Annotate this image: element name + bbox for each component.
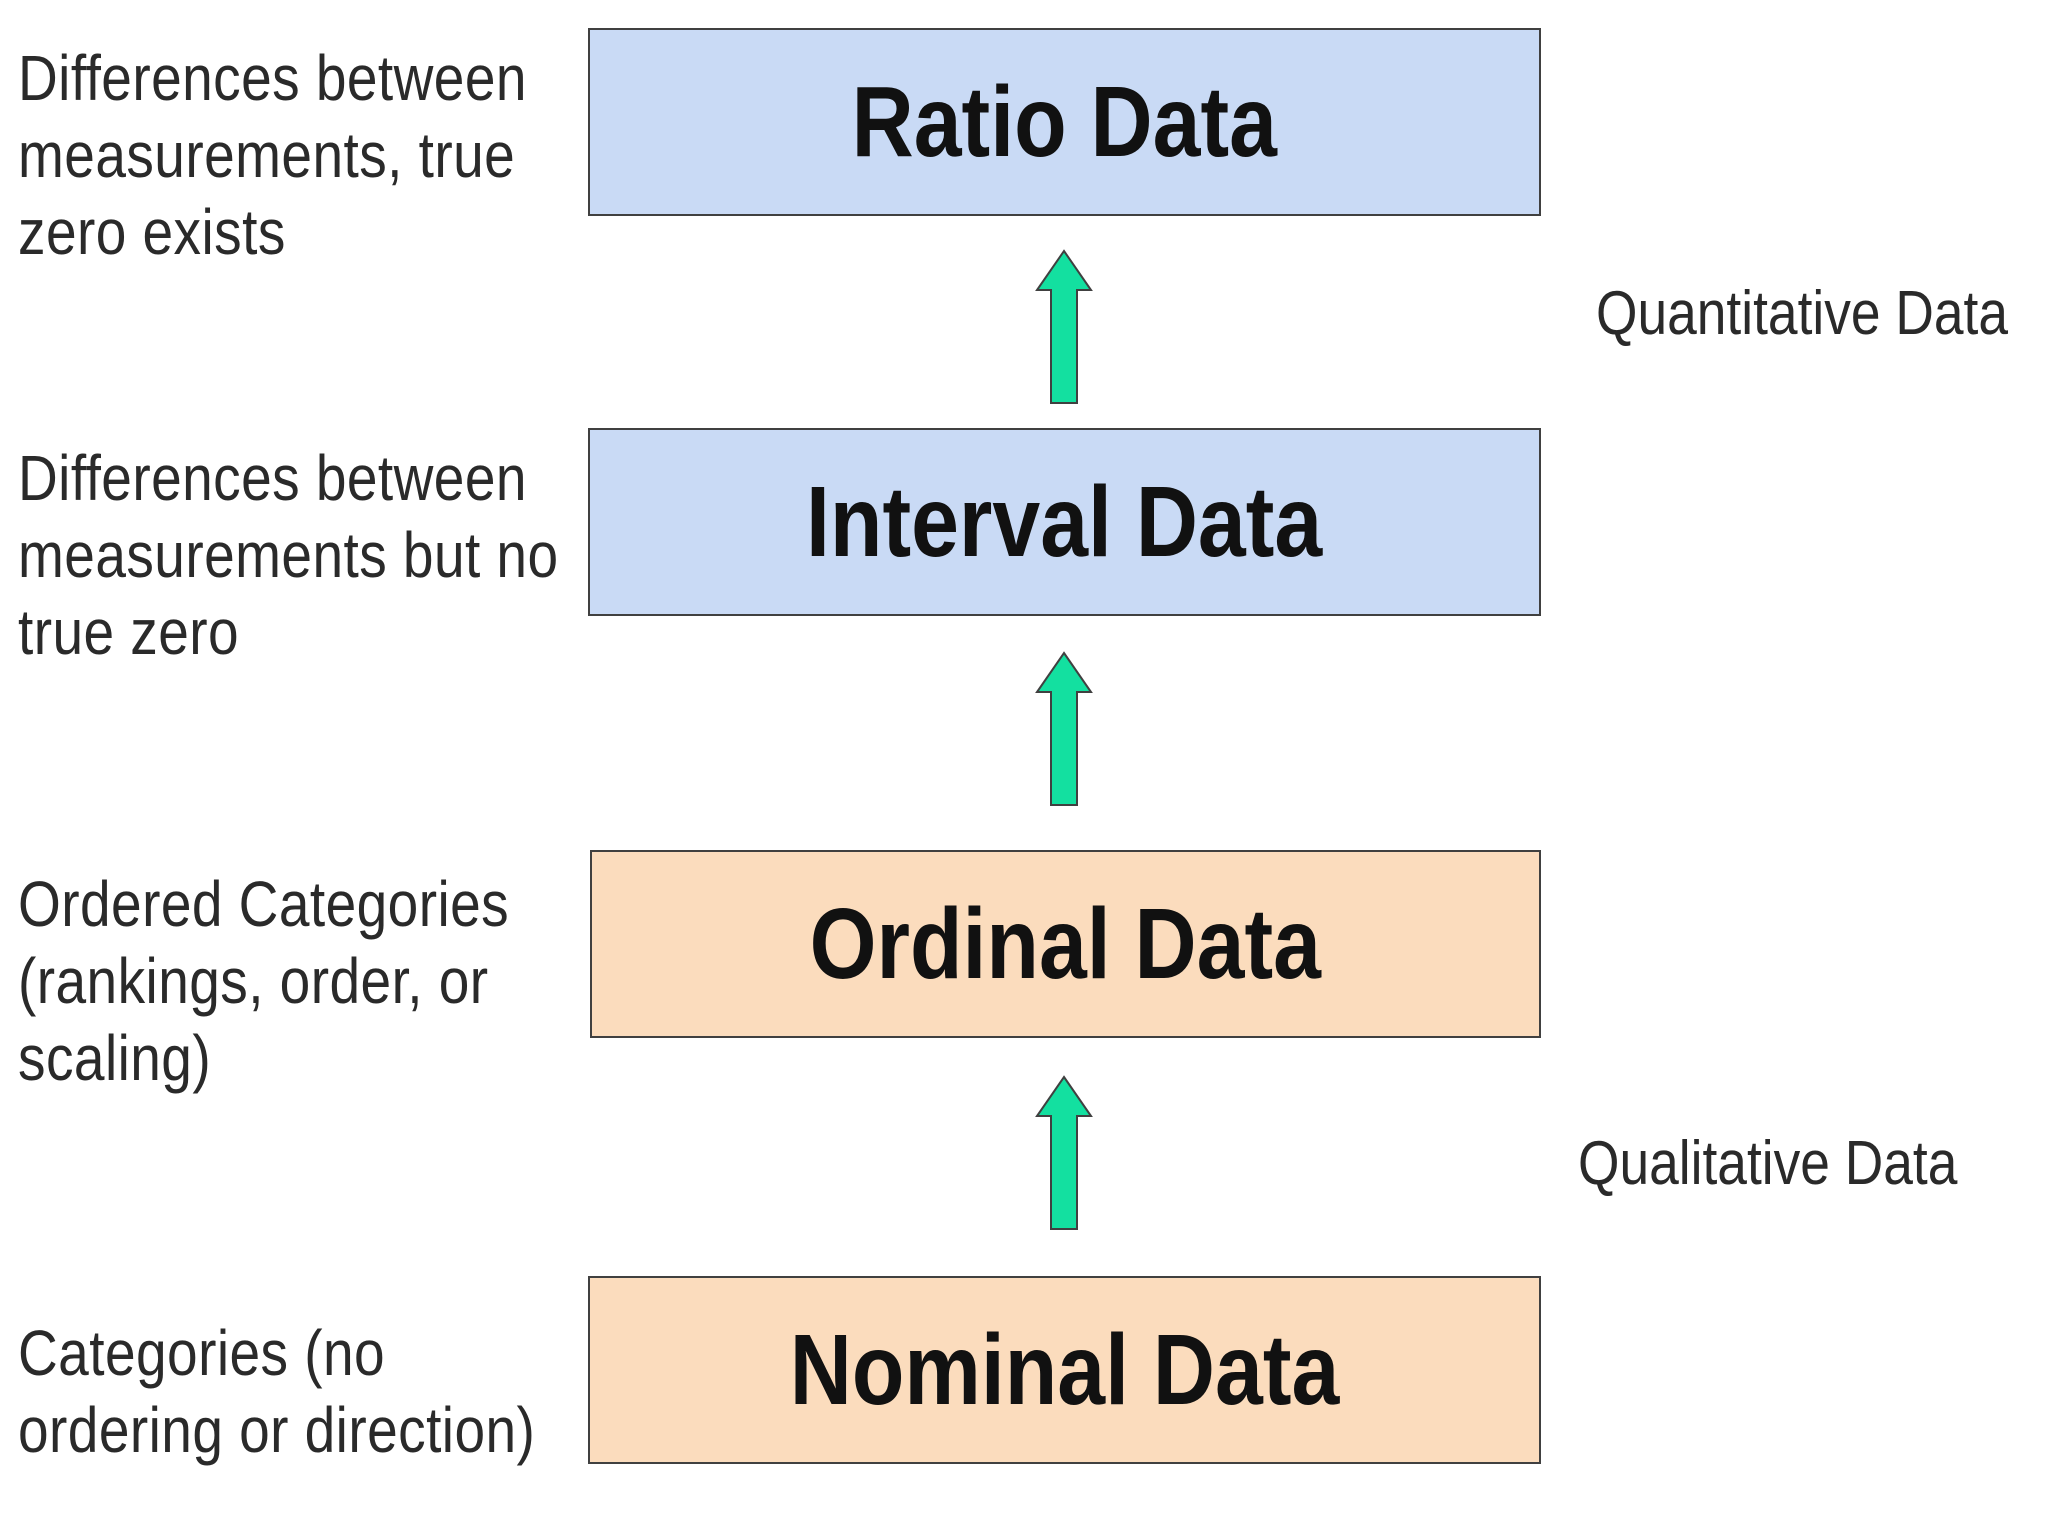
quantitative-data-label: Quantitative Data bbox=[1596, 279, 2008, 348]
nominal-description: Categories (no ordering or direction) bbox=[18, 1317, 536, 1466]
arrow-up-icon bbox=[1035, 651, 1093, 806]
interval-data-label: Interval Data bbox=[806, 465, 1323, 578]
ratio-description: Differences between measurements, true z… bbox=[18, 42, 527, 268]
nominal-data-box: Nominal Data bbox=[588, 1276, 1541, 1464]
qualitative-data-label: Qualitative Data bbox=[1578, 1129, 1958, 1198]
interval-data-box: Interval Data bbox=[588, 428, 1541, 616]
ratio-data-label: Ratio Data bbox=[851, 65, 1278, 178]
interval-description: Differences between measurements but no … bbox=[18, 442, 559, 668]
nominal-data-label: Nominal Data bbox=[789, 1313, 1340, 1426]
arrow-up-icon bbox=[1035, 1075, 1093, 1230]
arrow-up-icon bbox=[1035, 249, 1093, 404]
ordinal-description: Ordered Categories (rankings, order, or … bbox=[18, 868, 510, 1094]
ordinal-data-box: Ordinal Data bbox=[590, 850, 1541, 1038]
ordinal-data-label: Ordinal Data bbox=[809, 887, 1322, 1000]
ratio-data-box: Ratio Data bbox=[588, 28, 1541, 216]
